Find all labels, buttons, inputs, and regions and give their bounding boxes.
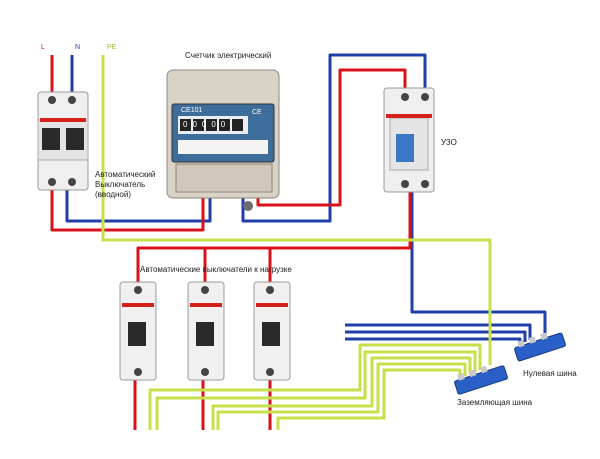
- main-breaker-label-line-1: Автоматический: [95, 170, 156, 179]
- electric-meter: [166, 69, 280, 211]
- load-breakers-label: Автоматические выключатели к нагрузке: [140, 265, 292, 274]
- phase-wires: [50, 55, 412, 430]
- meter-label: Счетчик электрический: [185, 51, 272, 60]
- main-breaker-label-line-2: Выключатель: [95, 180, 146, 189]
- meter-model: CE101: [181, 107, 203, 114]
- main-breaker: [37, 91, 89, 191]
- neutral-wires: [65, 53, 547, 343]
- load-breaker-1: [119, 281, 157, 381]
- neutral-bus: [514, 332, 566, 362]
- meter-reading: 00000: [183, 120, 231, 129]
- main-breaker-label-line-3: (вводной): [95, 190, 132, 199]
- load-breaker-2: [187, 281, 225, 381]
- rcd-label: УЗО: [441, 138, 457, 147]
- rcd-device: [383, 87, 435, 193]
- terminal-n-label: N: [75, 44, 81, 51]
- ground-bus-label: Заземляющая шина: [457, 398, 533, 407]
- terminal-l-label: L: [41, 44, 45, 51]
- terminal-pe-label: PE: [107, 44, 117, 51]
- neutral-bus-label: Нулевая шина: [523, 369, 577, 378]
- meter-brand: СЕ: [252, 109, 262, 116]
- ground-wires: [101, 55, 492, 430]
- ground-bus: [454, 365, 508, 395]
- load-breaker-3: [253, 281, 291, 381]
- main-breaker-label: Автоматический Выключатель (вводной): [95, 170, 155, 200]
